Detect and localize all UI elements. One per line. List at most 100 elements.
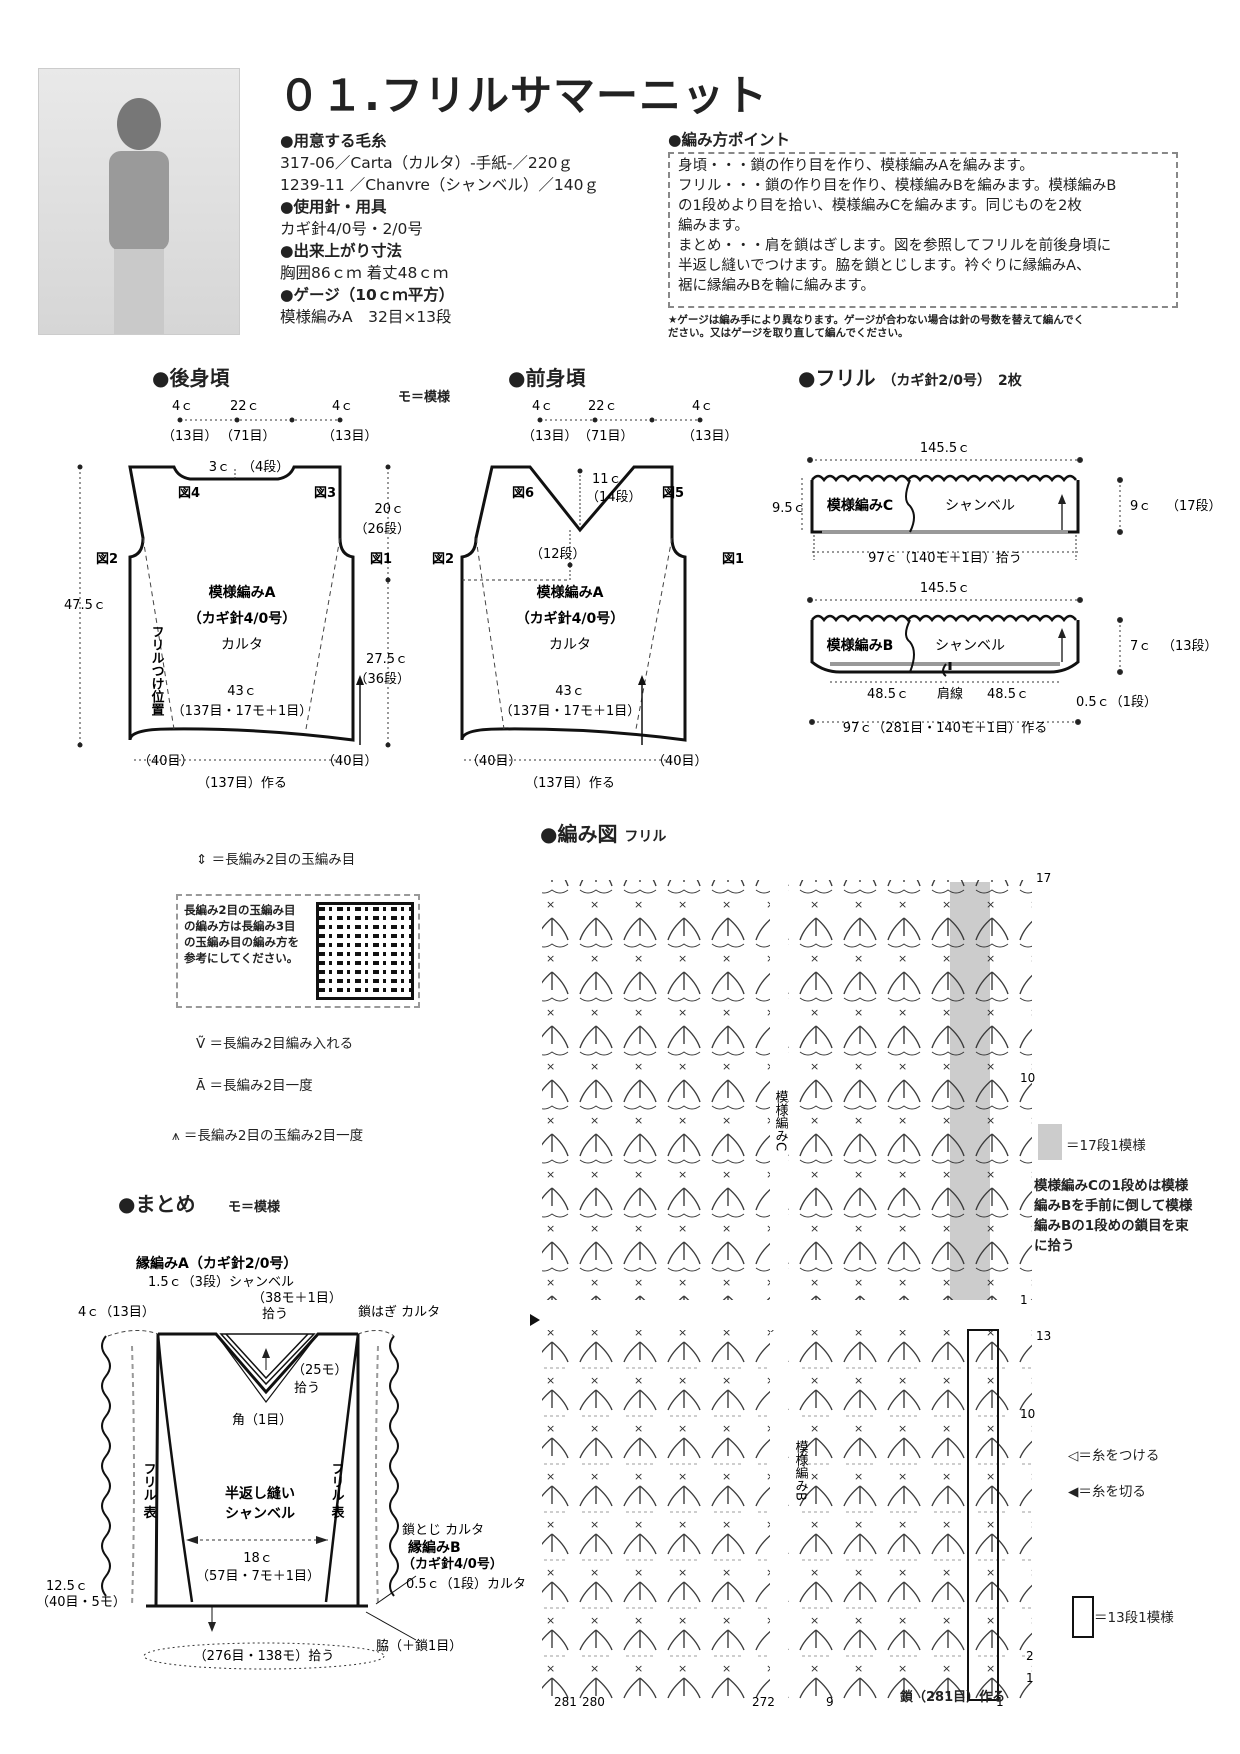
frill-b-rows: （13段） [1162,639,1218,654]
front-bottom-right: （40目） [652,754,708,769]
frill-c-rows: （17段） [1166,499,1222,514]
front-dim-top-left-sts: （13目） [522,429,578,444]
yarn-heading: ●用意する毛糸 [280,132,387,150]
back-neck-rows: （4段） [242,460,289,475]
center-width: 18ｃ [243,1551,273,1566]
chart-stitch-281: 281 [554,1695,577,1709]
legend-decrease-text: ＝長編み2目一度 [209,1078,313,1094]
back-armhole-rows: （26段） [354,522,410,537]
spec-block: ●用意する毛糸 317-06／Carta（カルタ）-手紙-／220ｇ 1239-… [280,130,599,328]
back-fig3-label: 図3 [314,486,336,501]
chart-stitch-280: 280 [582,1695,605,1709]
edge-a-label: 縁編みA（カギ針2/0号） [136,1255,297,1272]
chart-heading-text: ●編み図 [540,822,618,846]
bobble-decrease-icon: ⩚ [172,1128,180,1144]
back-bottom-left: （40目） [138,754,194,769]
front-neck: 11ｃ [592,472,622,487]
frill-right-side-left: フリル 表 [141,1462,158,1520]
frill-heading: ●フリル （カギ針2/0号） 2枚 [798,362,1022,391]
points-line: 身頃・・・鎖の作り目を作り、模様編みAを編みます。 [678,158,1034,174]
back-dim-top-center-sts: （71目） [220,429,276,444]
a-decrease-icon: Ā [196,1078,206,1094]
back-yarn: カルタ [221,637,263,653]
yarn-line-2: 1239-11 ／Chanvre（シャンベル）／140ｇ [280,176,599,194]
front-yarn: カルタ [549,637,591,653]
points-line: まとめ・・・肩を鎖はぎします。図を参照してフリルを前後身頃に [678,238,1112,254]
back-height: 47.5ｃ [64,598,106,613]
back-hook: （カギ針4/0号） [188,610,297,627]
frill-shoulder-line: 肩線 [937,686,963,702]
front-fig6-label: 図6 [512,486,534,501]
chart-foundation: 鎖（281目）作る [900,1690,1006,1705]
frill-c-width: 145.5ｃ [920,441,970,456]
front-width: 43ｃ [555,684,585,699]
back-heading: ●後身頃 [152,366,230,390]
back-neck: 3ｃ [209,460,230,475]
v-increase-icon: Ṽ [196,1036,206,1052]
size-value: 胸囲86ｃｍ 着丈48ｃｍ [280,264,449,282]
qr-box [176,894,420,1008]
front-bottom-left: （40目） [466,754,522,769]
bottom-pickup: （276目・138モ）拾う [194,1649,335,1664]
attach-yarn-legend: ◁＝糸をつける [1068,1444,1159,1464]
frill-b-width: 145.5ｃ [920,581,970,596]
chart-stitch-272: 272 [752,1695,775,1709]
open-triangle-icon: ◁ [1068,1448,1079,1464]
front-fig5-label: 図5 [662,486,684,501]
front-pattern: 模様編みA [537,584,604,601]
back-fig1-label: 図1 [370,552,392,567]
front-neck-rows: （14段） [586,490,642,505]
backstitch: 半返し縫い [225,1485,295,1502]
assembly-diagram: 縁編みA（カギ針2/0号） 1.5ｃ（3段）シャンベル 4ｃ（13目） （38モ… [36,1255,526,1670]
back-width-sts: （137目・17モ＋1目） [172,704,313,719]
front-fig2-label: 図2 [432,552,454,567]
attach-yarn-text: ＝糸をつける [1078,1448,1160,1464]
chart-row-1-c: 1 [1020,1293,1028,1307]
back-dim-top-center: 22ｃ [230,399,260,414]
front-width-sts: （137目・17モ＋1目） [500,704,641,719]
front-dim-top-right: 4ｃ [692,399,713,414]
frill-pattern-b: 模様編みB [827,637,894,654]
points-box: 身頃・・・鎖の作り目を作り、模様編みAを編みます。 フリル・・・鎖の作り目を作り… [668,152,1178,308]
stitch-chart: × × 模様編みC 模様編みB 17 10 1 13 10 2 1 281 28… [530,860,1051,1709]
qr-code[interactable] [316,902,414,1000]
back-dim-top-left: 4ｃ [172,399,193,414]
matome-mo-note: モ＝模様 [228,1200,281,1215]
chart-pattern-b: 模様編みB [793,1440,809,1501]
hook-value: カギ針4/0号・2/0号 [280,220,423,238]
edge-b-label: 縁編みB [408,1539,461,1556]
back-dim-top-right: 4ｃ [332,399,353,414]
neck-pick-front: （25モ） [292,1363,348,1378]
frill-c-yarn: シャンベル [945,498,1015,514]
frill-count: 2枚 [998,373,1022,389]
center-width-sts: （57目・7モ＋1目） [196,1569,320,1584]
chart-stitch-9: 9 [826,1695,834,1709]
frill-edge-row: 0.5ｃ（1段） [1076,695,1157,710]
back-fig4-label: 図4 [178,486,200,501]
back-body-diagram: 4ｃ （13目） 22ｃ （71目） 4ｃ （13目） 3ｃ （4段） 図4 図… [64,399,410,791]
front-fig1-label: 図1 [722,552,744,567]
points-line: フリル・・・鎖の作り目を作り、模様編みBを編みます。模様編みB [678,178,1117,194]
neck-corner: 角（1目） [232,1413,292,1428]
chart-heading: ●編み図 フリル [540,818,666,847]
points-line: 編みます。 [678,218,750,234]
points-line: 半返し縫いでつけます。脇を鎖とじします。衿ぐりに縁編みA、 [678,258,1091,274]
frill-c-height-right: 9ｃ [1130,499,1151,514]
back-body-length: 27.5ｃ [366,652,408,667]
model-photo [38,68,240,335]
yarn-line-1: 317-06／Carta（カルタ）-手紙-／220ｇ [280,154,573,172]
legend-increase: Ṽ ＝長編み2目編み入れる [196,1032,353,1052]
frill-hook: （カギ針2/0号） [882,373,992,389]
qr-text: 長編み2目の玉編み目の編み方は長編み3目の玉編み目の編み方を参考にしてください。 [184,903,299,965]
rep13-box-icon [1072,1596,1094,1638]
neck-pick-back-verb: 拾う [262,1307,288,1322]
front-dim-top-right-sts: （13目） [682,429,738,444]
back-dim-top-right-sts: （13目） [322,429,378,444]
front-body-diagram: 4ｃ （13目） 22ｃ （71目） 4ｃ （13目） 11ｃ （14段） （1… [432,399,744,791]
back-dim-top-left-sts: （13目） [162,429,218,444]
front-hook: （カギ針4/0号） [516,610,625,627]
front-foundation: （137目）作る [525,776,615,791]
gauge-heading: ●ゲージ（10ｃｍ平方） [280,286,455,304]
side-width-sts: （40目・5モ） [36,1595,126,1610]
chart-row-10-b: 10 [1020,1407,1035,1421]
